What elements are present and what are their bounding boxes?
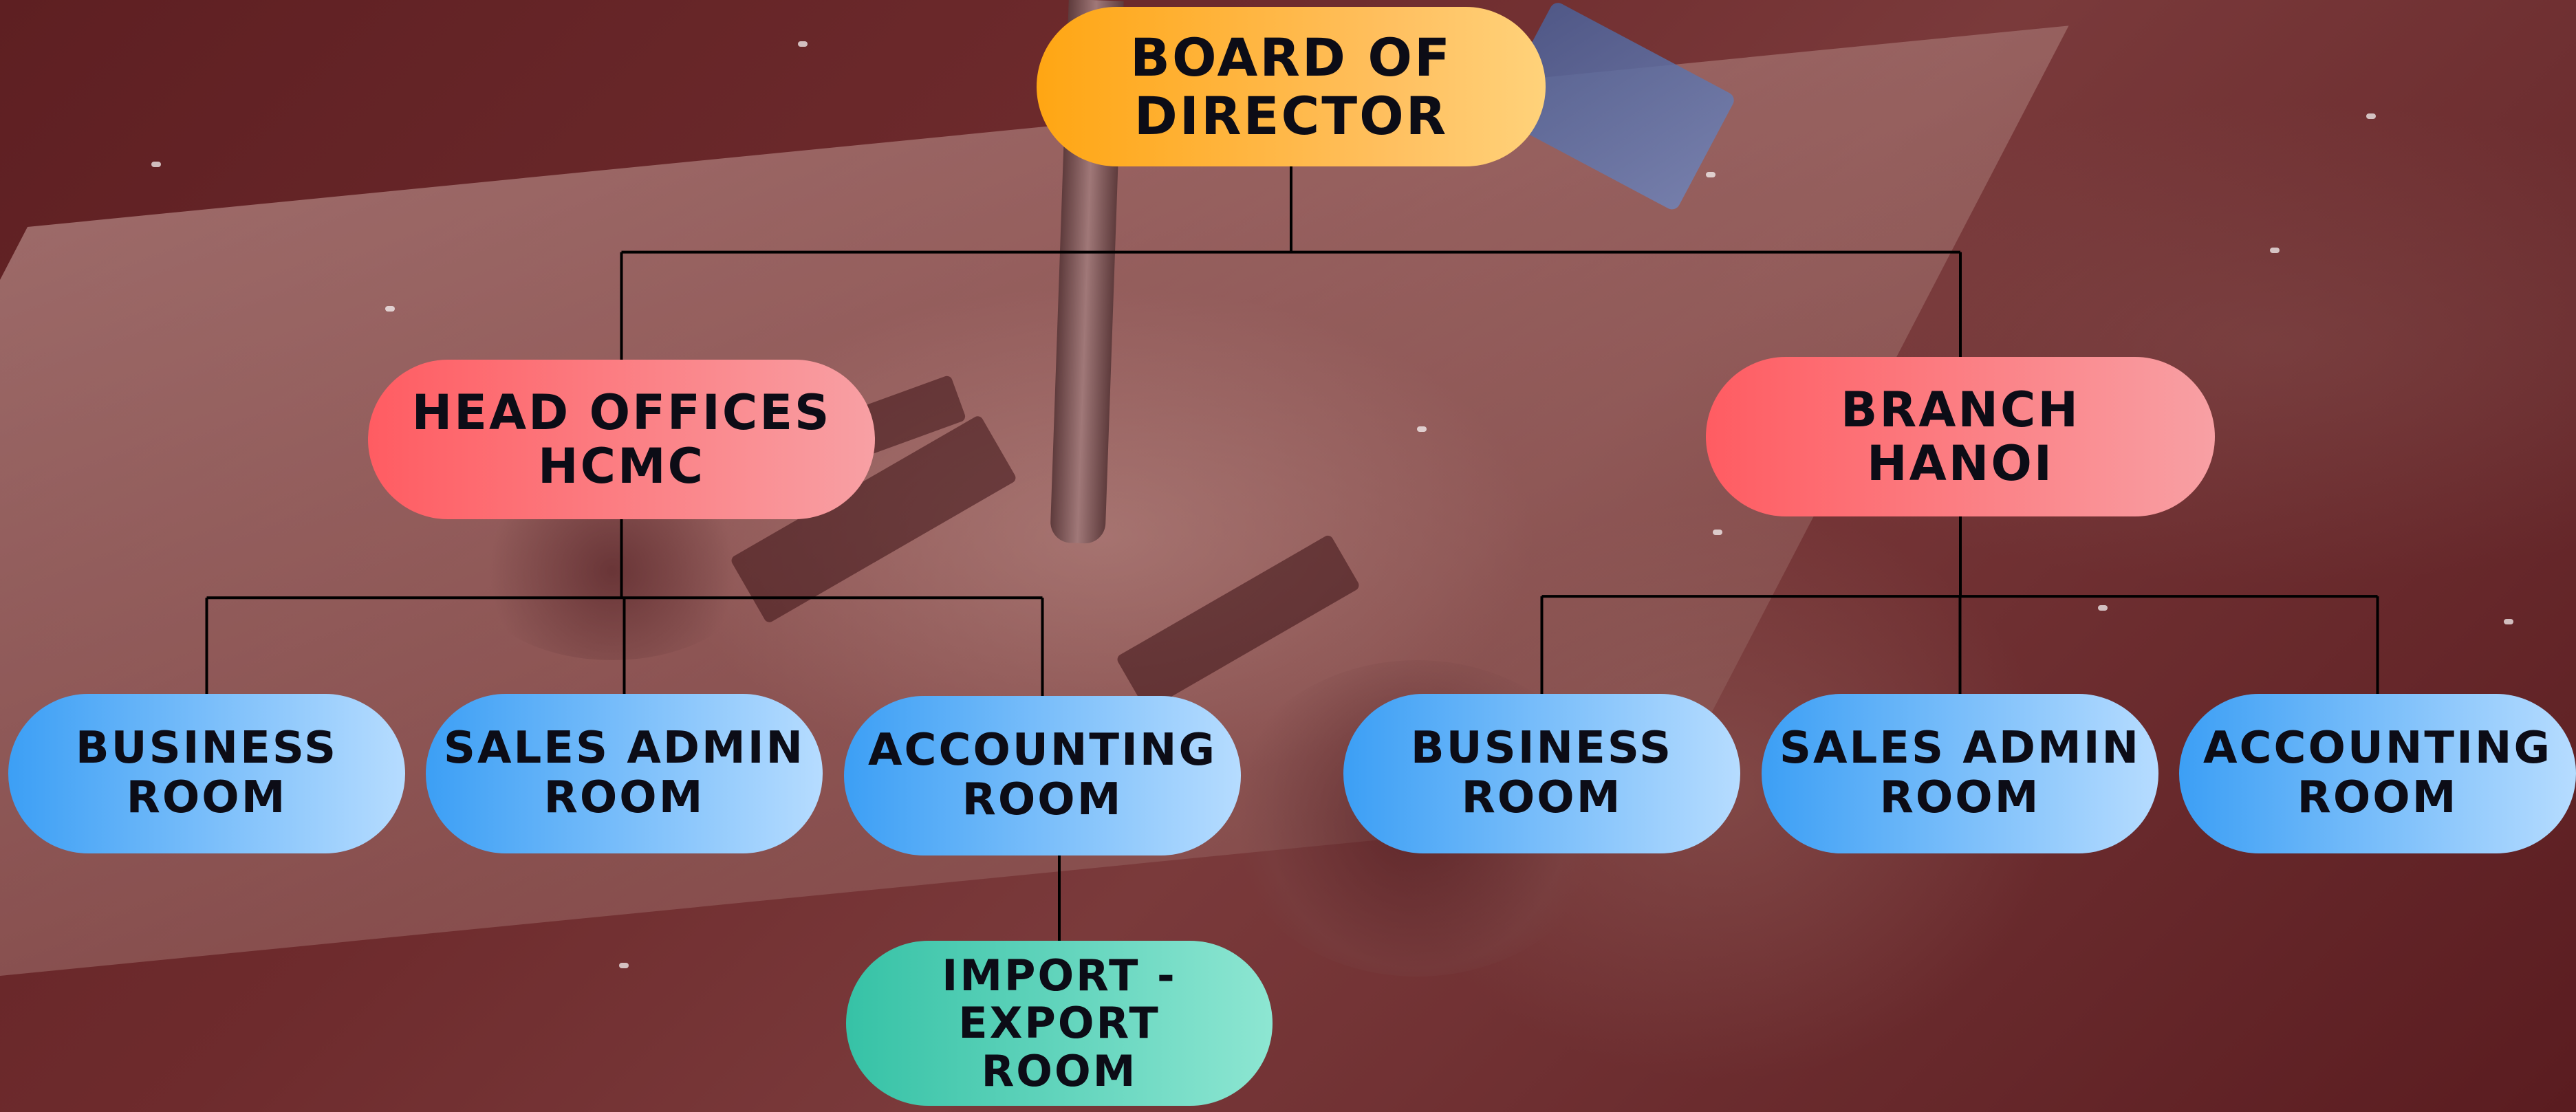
- background-chip: [619, 963, 629, 968]
- node-hanoi-sales-admin-room: SALES ADMIN ROOM: [1762, 694, 2158, 853]
- node-board-label: BOARD OF DIRECTOR: [1130, 26, 1452, 146]
- node-import-export-label: IMPORT - EXPORT ROOM: [942, 950, 1177, 1096]
- background-chip: [2098, 605, 2108, 611]
- node-hanoi-sales-label: SALES ADMIN ROOM: [1779, 723, 2141, 823]
- node-hq-business-label: BUSINESS ROOM: [75, 723, 338, 823]
- node-branch-hanoi: BRANCH HANOI: [1706, 357, 2215, 516]
- node-hq-accounting-room: ACCOUNTING ROOM: [844, 696, 1241, 855]
- node-hanoi-business-label: BUSINESS ROOM: [1410, 723, 1674, 823]
- background-chip: [2366, 113, 2376, 119]
- background-chip: [151, 162, 161, 167]
- node-hanoi-business-room: BUSINESS ROOM: [1343, 694, 1740, 853]
- node-hq-business-room: BUSINESS ROOM: [8, 694, 405, 853]
- node-hq-sales-label: SALES ADMIN ROOM: [443, 723, 805, 823]
- background-chip: [385, 306, 395, 312]
- background-chip: [2504, 619, 2513, 624]
- node-board-of-director: BOARD OF DIRECTOR: [1037, 7, 1546, 166]
- node-head-offices-hcmc: HEAD OFFICES HCMC: [368, 360, 875, 519]
- node-hq-label: HEAD OFFICES HCMC: [411, 384, 832, 494]
- node-import-export-room: IMPORT - EXPORT ROOM: [846, 941, 1273, 1106]
- node-hq-accounting-label: ACCOUNTING ROOM: [868, 725, 1217, 825]
- background-chip: [1713, 530, 1722, 535]
- node-hq-sales-admin-room: SALES ADMIN ROOM: [426, 694, 823, 853]
- background-chip: [798, 41, 808, 47]
- background-chip: [1417, 426, 1427, 432]
- node-branch-label: BRANCH HANOI: [1841, 381, 2080, 492]
- node-hanoi-accounting-label: ACCOUNTING ROOM: [2203, 723, 2552, 823]
- node-hanoi-accounting-room: ACCOUNTING ROOM: [2179, 694, 2576, 853]
- background-chip: [2270, 248, 2280, 253]
- background-chip: [1706, 172, 1715, 177]
